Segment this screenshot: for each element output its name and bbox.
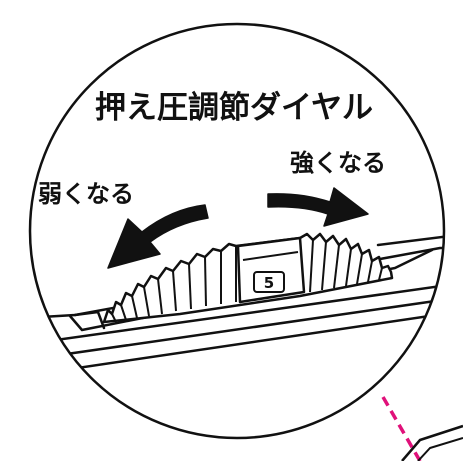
dial-setting-value: 5 (264, 274, 274, 292)
stronger-label: 強くなる (290, 149, 386, 177)
magnifier-circle (28, 22, 446, 440)
leader-line (381, 396, 422, 461)
dial-wheel: 5 (102, 232, 394, 324)
weaker-arrow (107, 204, 209, 269)
weaker-label: 弱くなる (38, 180, 134, 208)
dial-title: 押え圧調節ダイヤル (95, 90, 373, 126)
stronger-arrow (267, 187, 369, 227)
dial-number-box (253, 271, 285, 293)
machine-corner-edge (417, 437, 463, 461)
machine-corner (401, 424, 463, 461)
